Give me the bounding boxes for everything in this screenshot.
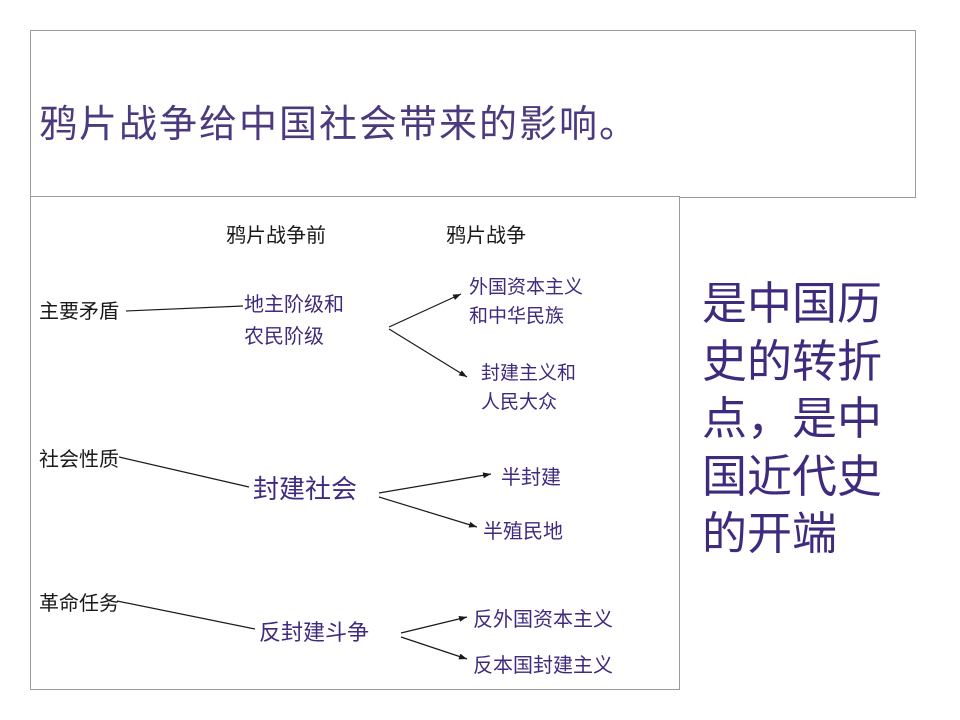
connector-row2 [118, 456, 250, 488]
slide-title: 鸦片战争给中国社会带来的影响。 [39, 104, 640, 146]
row-label-revolutionary-task: 革命任务 [39, 593, 119, 615]
arrow-row3-up [400, 615, 468, 634]
before-item-revolutionary-task: 反封建斗争 [259, 620, 370, 645]
arrow-row3-down [400, 636, 468, 660]
connector-row1 [125, 305, 244, 312]
arrow-row1-down [388, 328, 468, 378]
row-label-social-nature: 社会性质 [39, 449, 119, 471]
column-header-before-war: 鸦片战争前 [226, 225, 326, 247]
after-item-semi-feudal: 半封建 [501, 467, 561, 489]
arrow-row2-up [378, 472, 492, 494]
before-item-main-contradiction: 地主阶级和农民阶级 [244, 294, 344, 348]
after-item-anti-foreign-capitalism: 反外国资本主义 [473, 609, 613, 631]
connector-row3 [116, 600, 256, 630]
after-item-feudalism-masses: 封建主义和人民大众 [481, 363, 577, 414]
before-item-social-nature: 封建社会 [253, 475, 358, 504]
arrow-row1-up [388, 293, 462, 328]
arrow-row2-down [378, 496, 478, 528]
after-item-semi-colonial: 半殖民地 [483, 521, 563, 543]
after-item-foreign-capitalism-nation: 外国资本主义和中华民族 [469, 277, 584, 328]
diagram-box: 鸦片战争前 鸦片战争 主要矛盾 社会性质 革命任务 地主阶级和农民阶级 封建社会… [30, 196, 680, 690]
side-note: 是中国历史的转折点，是中国近代史的开端 [702, 279, 883, 560]
connector-lines [116, 293, 492, 660]
row-label-main-contradiction: 主要矛盾 [39, 301, 119, 323]
column-header-after-war: 鸦片战争 [446, 225, 526, 247]
after-item-anti-domestic-feudalism: 反本国封建主义 [473, 655, 613, 677]
title-box: 鸦片战争给中国社会带来的影响。 [30, 30, 916, 198]
